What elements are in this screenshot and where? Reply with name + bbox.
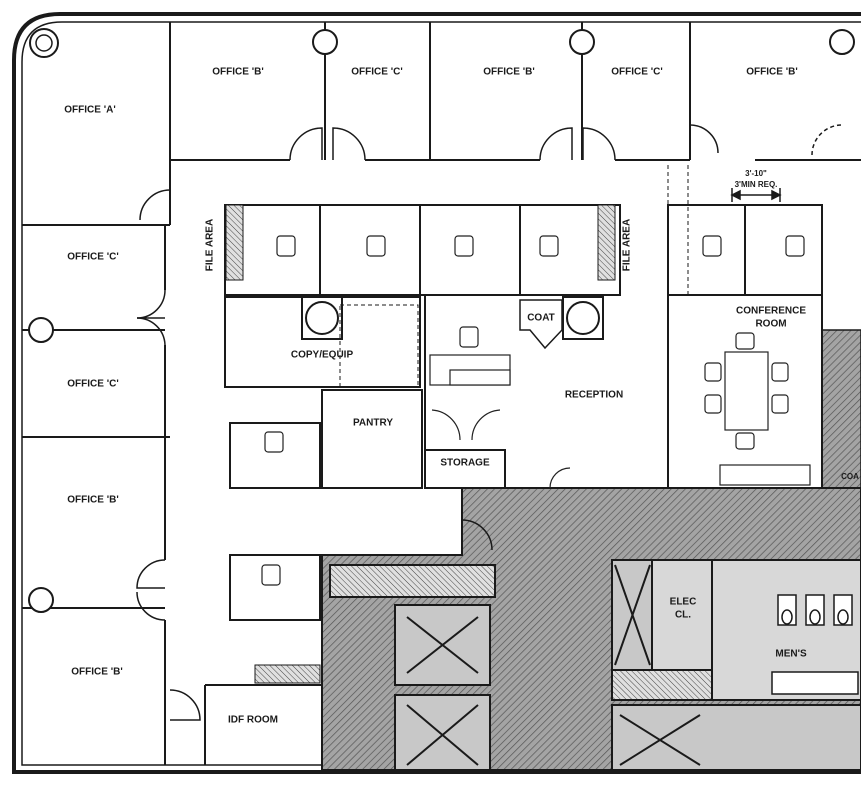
door-swings <box>136 124 843 721</box>
conference-table <box>704 332 811 486</box>
file-area-right-label: FILE AREA <box>622 219 633 271</box>
conference-room-label-line1: CONFERENCE <box>736 306 806 317</box>
perimeter-columns <box>28 29 855 613</box>
core-rooms <box>329 559 861 771</box>
office-a-label: OFFICE 'A' <box>64 105 115 116</box>
exterior-wall-inner <box>21 21 861 766</box>
reception-desk <box>429 354 571 489</box>
office-b-left-2-label: OFFICE 'B' <box>71 667 122 678</box>
storage-label: STORAGE <box>440 458 490 469</box>
elec-cl-label-line1: ELEC <box>670 597 697 608</box>
exterior-wall <box>12 12 861 774</box>
core-right-hatch <box>821 329 861 489</box>
dashed-lines <box>339 165 689 388</box>
office-b-top-3-label: OFFICE 'B' <box>746 67 797 78</box>
idf-room-label: IDF ROOM <box>228 715 278 726</box>
conference-room-label-line2: ROOM <box>755 319 786 330</box>
workstation-chairs <box>261 235 805 586</box>
office-c-top-2-label: OFFICE 'C' <box>611 67 662 78</box>
office-walls <box>22 22 861 765</box>
coat-label: COAT <box>527 313 555 324</box>
office-b-top-2-label: OFFICE 'B' <box>483 67 534 78</box>
reception-label: RECEPTION <box>565 390 623 401</box>
office-c-left-1-label: OFFICE 'C' <box>67 252 118 263</box>
file-area-hatch-left <box>225 204 244 281</box>
coat-closet <box>519 299 563 350</box>
office-c-top-1-label: OFFICE 'C' <box>351 67 402 78</box>
office-c-left-2-label: OFFICE 'C' <box>67 379 118 390</box>
room-labels: OFFICE 'A' OFFICE 'B' OFFICE 'C' OFFICE … <box>64 67 859 726</box>
coa-partial-label: COA <box>841 472 859 481</box>
office-b-top-1-label: OFFICE 'B' <box>212 67 263 78</box>
mens-label: MEN'S <box>775 649 807 660</box>
dimension-length-label: 3'-10" <box>745 169 767 178</box>
file-area-hatch-right <box>597 204 616 281</box>
idf-hatch <box>254 664 321 684</box>
dimension-arrow <box>730 188 782 202</box>
elec-cl-label-line2: CL. <box>675 610 691 621</box>
interior-columns <box>301 296 604 340</box>
office-b-left-1-label: OFFICE 'B' <box>67 495 118 506</box>
pantry-label: PANTRY <box>353 418 393 429</box>
toilet-fixtures <box>771 594 859 695</box>
file-area-left-label: FILE AREA <box>205 219 216 271</box>
dimension-note-label: 3'MIN REQ. <box>735 180 778 189</box>
interior-walls <box>204 204 861 765</box>
column-corner <box>29 28 59 58</box>
copy-equip-label: COPY/EQUIP <box>291 350 354 361</box>
